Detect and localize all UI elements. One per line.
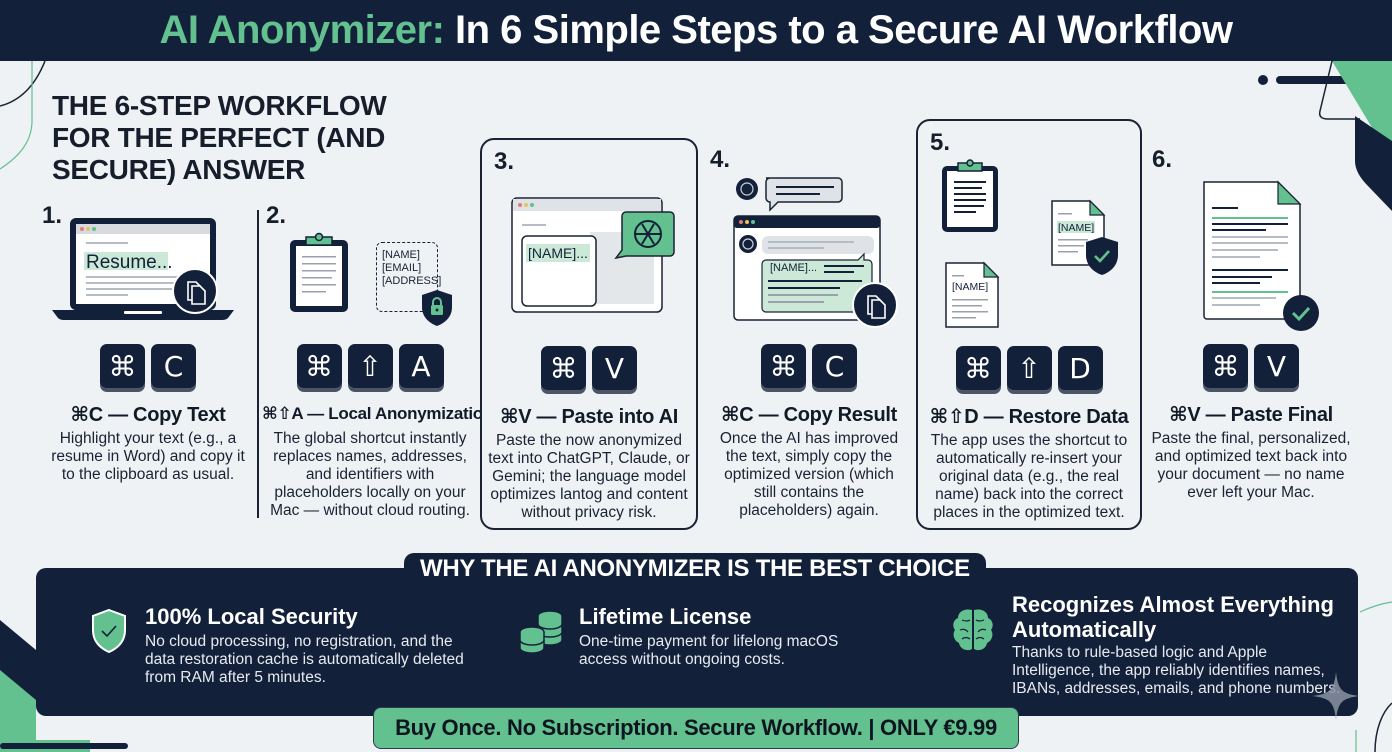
step-3: 3. [NAME]... ⌘ V ⌘V — Paste into AI Past…: [480, 138, 698, 530]
step-1: 1. Resume... ⌘ C ⌘C — Copy Text Highligh…: [40, 200, 256, 500]
coins-icon: [519, 610, 563, 654]
shift-key: ⇧: [347, 344, 393, 388]
command-key: ⌘: [955, 346, 1001, 390]
highlight-text: Resume...: [86, 252, 173, 273]
document-icon: [1203, 180, 1302, 320]
highlight-text: [NAME]...: [526, 244, 590, 262]
brain-icon: [953, 609, 993, 651]
c-key: C: [151, 344, 196, 388]
shortcut-keys: ⌘ C: [704, 344, 914, 388]
a-key: A: [398, 344, 444, 388]
placeholder-address: [ADDRESS]: [382, 275, 442, 287]
highlight-text: [NAME]...: [770, 262, 818, 274]
check-shield-icon: [1086, 237, 1118, 275]
chat-window-icon: [733, 177, 881, 321]
feature-title: 100% Local Security: [145, 604, 358, 629]
buy-now-button[interactable]: Buy Once. No Subscription. Secure Workfl…: [373, 707, 1019, 749]
placeholder-name: [NAME]: [382, 249, 420, 261]
check-circle-icon: [1283, 295, 1319, 331]
step-title: ⌘V — Paste Final: [1169, 404, 1333, 426]
step-number: 6.: [1152, 146, 1173, 173]
command-key: ⌘: [761, 344, 806, 388]
feature-description: No cloud processing, no registration, an…: [145, 633, 464, 686]
shift-key: ⇧: [1006, 346, 1052, 390]
clipboard-icon: [290, 232, 348, 312]
decorative-corner-bottom-right: [1355, 601, 1392, 752]
decorative-corner-top-left: [0, 61, 46, 170]
workflow-section-title: THE 6-STEP WORKFLOW FOR THE PERFECT (AND…: [52, 90, 387, 185]
doc-label-restored: [NAME]: [1058, 222, 1095, 234]
step-number: 1.: [42, 202, 63, 229]
title-accent: AI Anonymizer:: [159, 8, 445, 52]
command-key: ⌘: [296, 344, 342, 388]
shortcut-keys: ⌘ C: [40, 344, 256, 388]
step-title: ⌘C — Copy Result: [721, 404, 897, 426]
feature-description: One-time payment for lifelong macOS acce…: [579, 633, 839, 668]
c-key: C: [812, 344, 857, 388]
step-number: 3.: [494, 148, 515, 175]
command-key: ⌘: [541, 346, 586, 390]
v-key: V: [592, 346, 637, 390]
step-number: 4.: [710, 146, 731, 173]
shortcut-keys: ⌘ ⇧ D: [918, 346, 1140, 390]
step-title: ⌘⇧D — Restore Data: [929, 406, 1129, 428]
command-key: ⌘: [100, 344, 145, 388]
document-icon: [945, 261, 1000, 328]
step-description: The global shortcut instantly replaces n…: [270, 430, 470, 519]
clipboard-icon: [942, 159, 998, 232]
command-key: ⌘: [1203, 344, 1248, 388]
d-key: D: [1057, 346, 1103, 390]
step-description: Paste the now anonymized text into ChatG…: [488, 432, 690, 521]
step-2: 2. [NAME] [EMAIL] [ADDRESS] ⌘ ⇧ A ⌘⇧A — …: [262, 200, 493, 520]
decorative-corner-top-right: [1258, 61, 1392, 211]
sparkle-icon: [1312, 672, 1360, 720]
step-description: The app uses the shortcut to automatical…: [930, 432, 1128, 521]
copy-icon: [172, 268, 218, 314]
page-header: AI Anonymizer: In 6 Simple Steps to a Se…: [0, 0, 1392, 61]
benefits-panel: [36, 568, 1358, 716]
placeholder-box: [NAME] [EMAIL] [ADDRESS]: [376, 242, 442, 312]
step-title: ⌘C — Copy Text: [70, 404, 226, 426]
shortcut-keys: ⌘ ⇧ A: [262, 344, 478, 388]
shortcut-keys: ⌘ V: [482, 346, 696, 390]
step-6: 6. ⌘ V ⌘V — Paste Final Paste the final,…: [1146, 138, 1356, 530]
shield-check-icon: [92, 608, 126, 654]
title-rest: In 6 Simple Steps to a Secure AI Workflo…: [444, 8, 1233, 52]
shortcut-keys: ⌘ V: [1146, 344, 1356, 388]
step-title: ⌘⇧A — Local Anonymization: [262, 404, 493, 423]
step-number: 5.: [930, 129, 951, 156]
step-description: Once the AI has improved the text, simpl…: [719, 430, 899, 519]
feature-title: Lifetime License: [579, 604, 752, 629]
step-description: Paste the final, personalized, and optim…: [1151, 430, 1351, 501]
doc-label-placeholder: [NAME]: [952, 281, 989, 293]
decorative-corner-bottom-left: [0, 620, 128, 752]
copy-icon: [852, 282, 898, 328]
step-4: 4. [NAME]... ⌘ C ⌘C — Copy Result Once t…: [704, 138, 914, 530]
feature-title: Recognizes Almost Everything Automatical…: [1012, 592, 1334, 642]
feature-description: Thanks to rule-based logic and Apple Int…: [1012, 644, 1341, 697]
v-key: V: [1254, 344, 1299, 388]
lock-shield-icon: [422, 290, 452, 326]
step-5: 5. [NAME] [NAME] ⌘ ⇧ D: [916, 119, 1142, 530]
step-number: 2.: [266, 202, 287, 229]
page-title: AI Anonymizer: In 6 Simple Steps to a Se…: [160, 8, 1233, 53]
step-divider: [257, 210, 259, 518]
step-description: Highlight your text (e.g., a resume in W…: [51, 430, 245, 483]
ai-logo-icon: [614, 211, 675, 260]
benefits-title: WHY THE AI ANONYMIZER IS THE BEST CHOICE: [404, 553, 986, 585]
step-title: ⌘V — Paste into AI: [500, 406, 678, 428]
placeholder-email: [EMAIL]: [382, 262, 422, 274]
